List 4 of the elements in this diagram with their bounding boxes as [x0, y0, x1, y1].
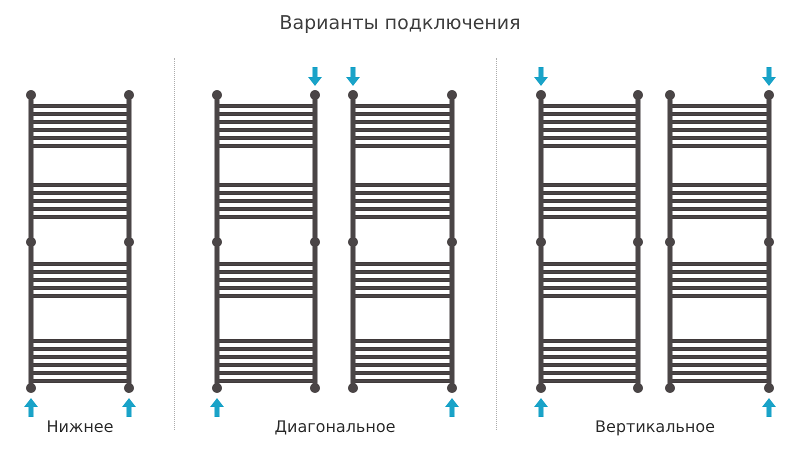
variant-label: Нижнее — [46, 417, 114, 436]
variant-label: Вертикальное — [595, 417, 715, 436]
title: Варианты подключения — [278, 12, 522, 34]
variant-label: Диагональное — [274, 417, 396, 436]
